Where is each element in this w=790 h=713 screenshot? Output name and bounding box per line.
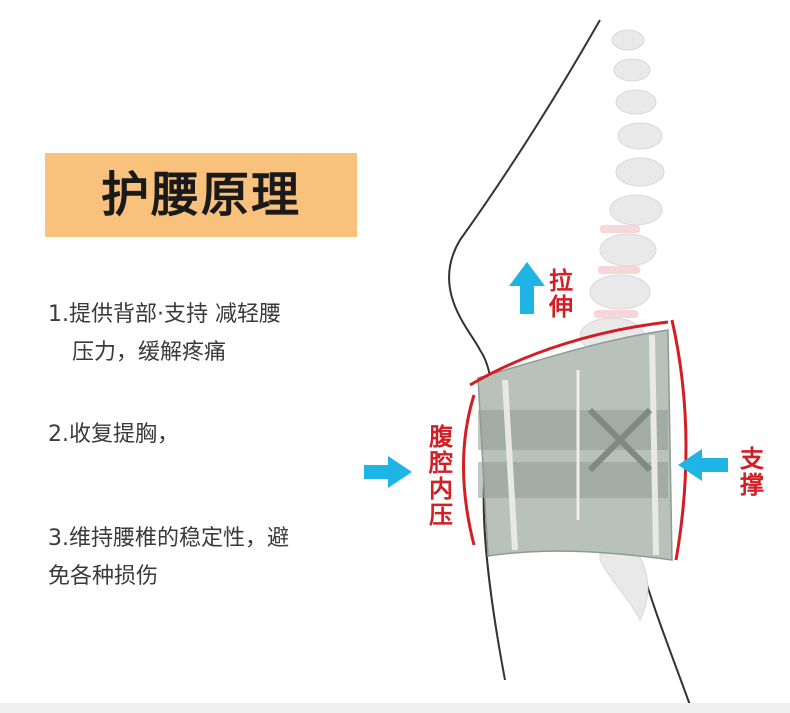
stretch-curve [469,320,669,387]
benefit-3-line-1: 3.维持腰椎的稳定性，避 [48,526,289,551]
page-title: 护腰原理 [100,167,301,223]
left-arrow-icon [678,449,728,481]
body-back-outline [448,19,601,681]
pressure-char: 内 [429,475,453,503]
benefit-1-line-2: 压力，缓解疼痛 [72,340,227,365]
up-arrow-icon [509,262,545,314]
right-arrow-icon [364,456,412,488]
support-char: 支 [740,445,764,473]
pressure-char: 腔 [429,449,453,477]
bottom-divider [0,703,790,713]
support-label: 支 撑 [737,446,767,498]
benefit-1-line-1: 1.提供背部·支持 减轻腰 [48,302,281,327]
support-curve [670,319,688,561]
benefit-2: 2.收复提胸， [48,422,179,447]
stretch-char: 伸 [549,293,573,321]
pressure-char: 腹 [429,423,453,451]
stretch-label: 拉 伸 [546,268,576,320]
pressure-char: 压 [429,501,453,529]
lumbar-belt [477,329,673,561]
support-char: 撑 [740,471,764,499]
title-background [45,153,357,237]
abdominal-pressure-label: 腹 腔 内 压 [426,424,456,528]
benefit-3-line-2: 免各种损伤 [48,564,159,589]
pressure-curve [462,394,476,546]
stretch-char: 拉 [549,267,573,295]
